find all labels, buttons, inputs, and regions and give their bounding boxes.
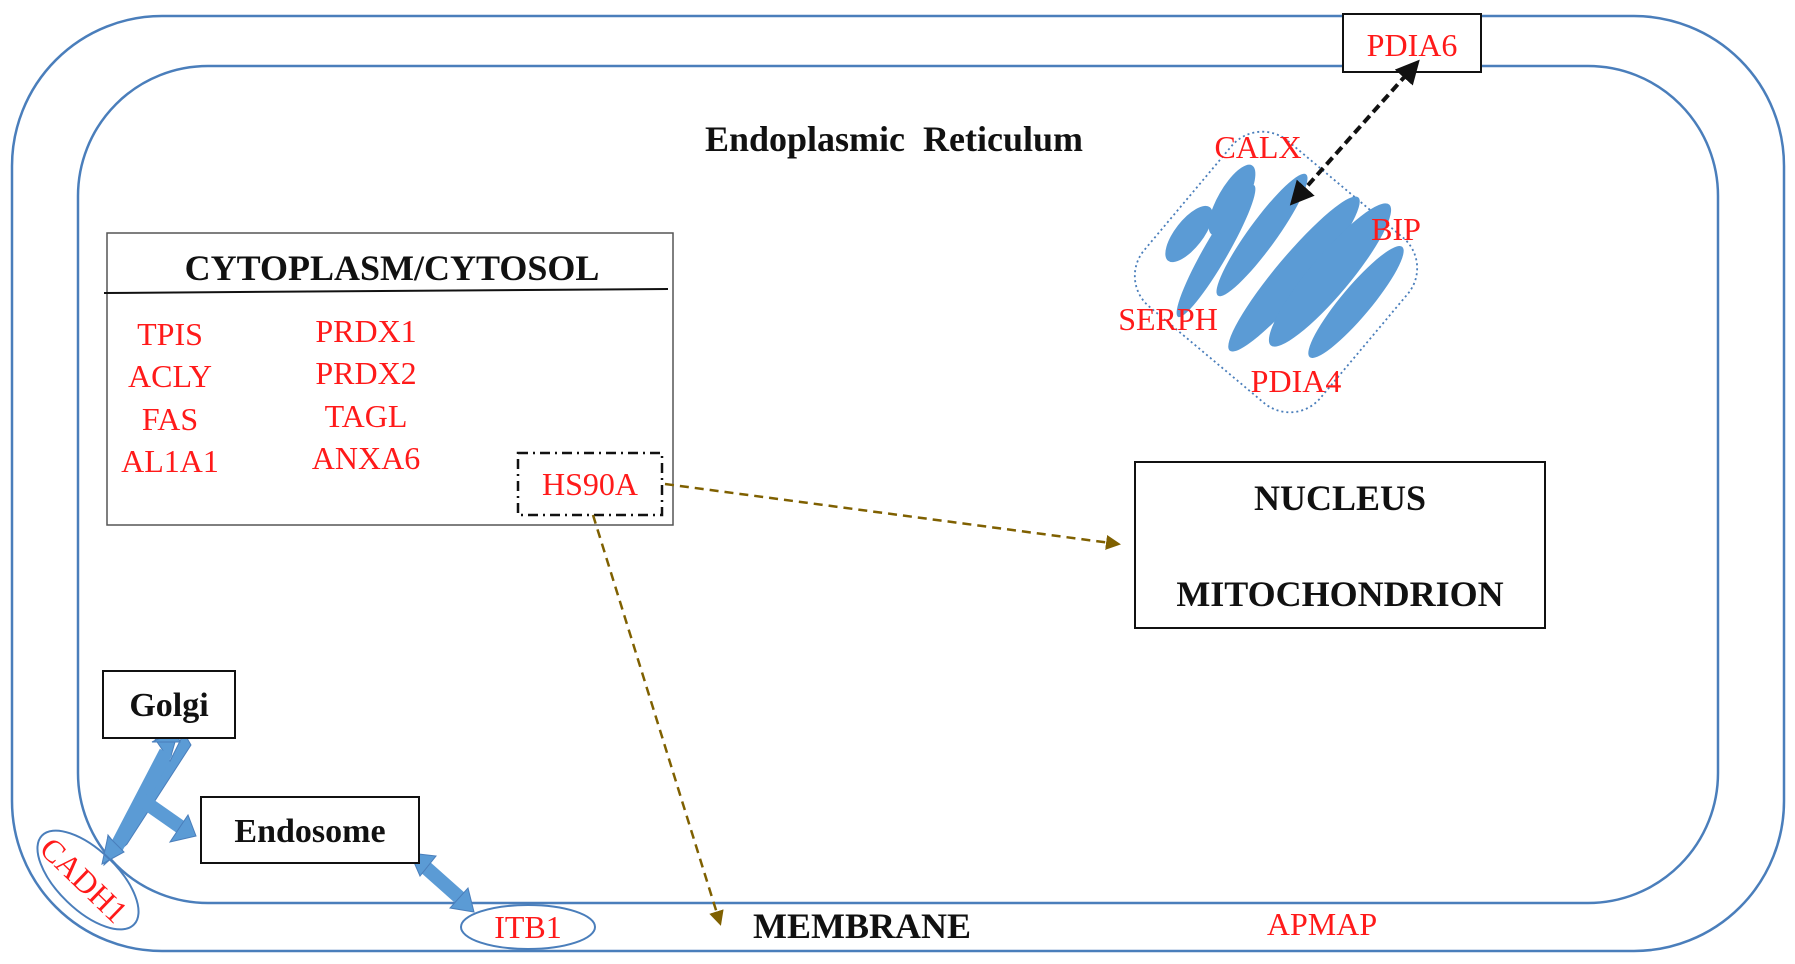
hs90a-to-membrane-arrow xyxy=(591,514,724,926)
protein-pdia6: PDIA6 xyxy=(1367,27,1458,63)
hs90a-dashdot-frame xyxy=(516,451,664,517)
nucleus-mitochondrion-box: NUCLEUS MITOCHONDRION xyxy=(1134,461,1546,629)
protein-prdx1: PRDX1 xyxy=(315,313,416,349)
er-cisterna xyxy=(1308,246,1404,358)
nucleus-label: NUCLEUS xyxy=(1254,478,1426,518)
protein-tagl: TAGL xyxy=(325,398,408,434)
pdia6-box: PDIA6 xyxy=(1342,13,1482,73)
er-cisterna xyxy=(1165,205,1213,263)
golgi-cadh1-shaft xyxy=(109,748,173,852)
itb1-marker: ITB1 xyxy=(460,904,596,950)
protein-bip: BIP xyxy=(1371,211,1421,247)
cell-inner-boundary xyxy=(76,64,1720,905)
itb1-arrowhead xyxy=(449,886,475,913)
cadh1-ellipse xyxy=(36,829,140,931)
cytoplasm-title-underline xyxy=(103,288,669,294)
protein-hs90a: HS90A xyxy=(542,466,638,502)
mitochondrion-label: MITOCHONDRION xyxy=(1176,574,1503,614)
er-cisterna xyxy=(1208,164,1256,236)
protein-acly: ACLY xyxy=(128,358,212,394)
hs90a-to-nucleus-arrow xyxy=(664,482,1121,550)
golgi-endosome-transport-arrows xyxy=(101,729,475,913)
er-region: CALX BIP SERPH PDIA4 xyxy=(1118,129,1421,414)
er-cisterna xyxy=(1268,203,1392,347)
er-cisternae xyxy=(1165,164,1404,358)
protein-prdx2: PRDX2 xyxy=(315,355,416,391)
protein-calx: CALX xyxy=(1214,129,1301,165)
er-cisterna xyxy=(1228,196,1360,352)
endosome-label: Endosome xyxy=(234,813,385,850)
endosome-itb1-shaft xyxy=(419,860,465,904)
cytoplasm-box: CYTOPLASM/CYTOSOL TPIS ACLY FAS AL1A1 PR… xyxy=(103,232,674,526)
protein-apmap: APMAP xyxy=(1267,906,1377,942)
er-cisterna xyxy=(1216,173,1308,297)
protein-al1a1: AL1A1 xyxy=(121,443,219,479)
cell-membrane-outline xyxy=(10,14,1786,953)
er-title: Endoplasmic Reticulum xyxy=(705,119,1083,159)
protein-anxa6: ANXA6 xyxy=(312,440,420,476)
protein-tpis: TPIS xyxy=(137,316,203,352)
golgi-box: Golgi xyxy=(102,670,236,739)
membrane-label: MEMBRANE xyxy=(753,906,971,946)
endosome-arrowhead xyxy=(168,813,197,843)
protein-itb1: ITB1 xyxy=(494,909,562,945)
protein-fas: FAS xyxy=(142,401,198,437)
golgi-label: Golgi xyxy=(129,687,208,724)
itb1-ellipse xyxy=(460,904,596,950)
cytoplasm-title: CYTOPLASM/CYTOSOL xyxy=(185,248,600,288)
protein-pdia4: PDIA4 xyxy=(1251,363,1342,399)
branch-to-endosome-shaft xyxy=(137,794,187,834)
endosome-box: Endosome xyxy=(200,796,420,864)
protein-serph: SERPH xyxy=(1118,301,1218,337)
pdia6-er-arrow xyxy=(1289,59,1420,206)
